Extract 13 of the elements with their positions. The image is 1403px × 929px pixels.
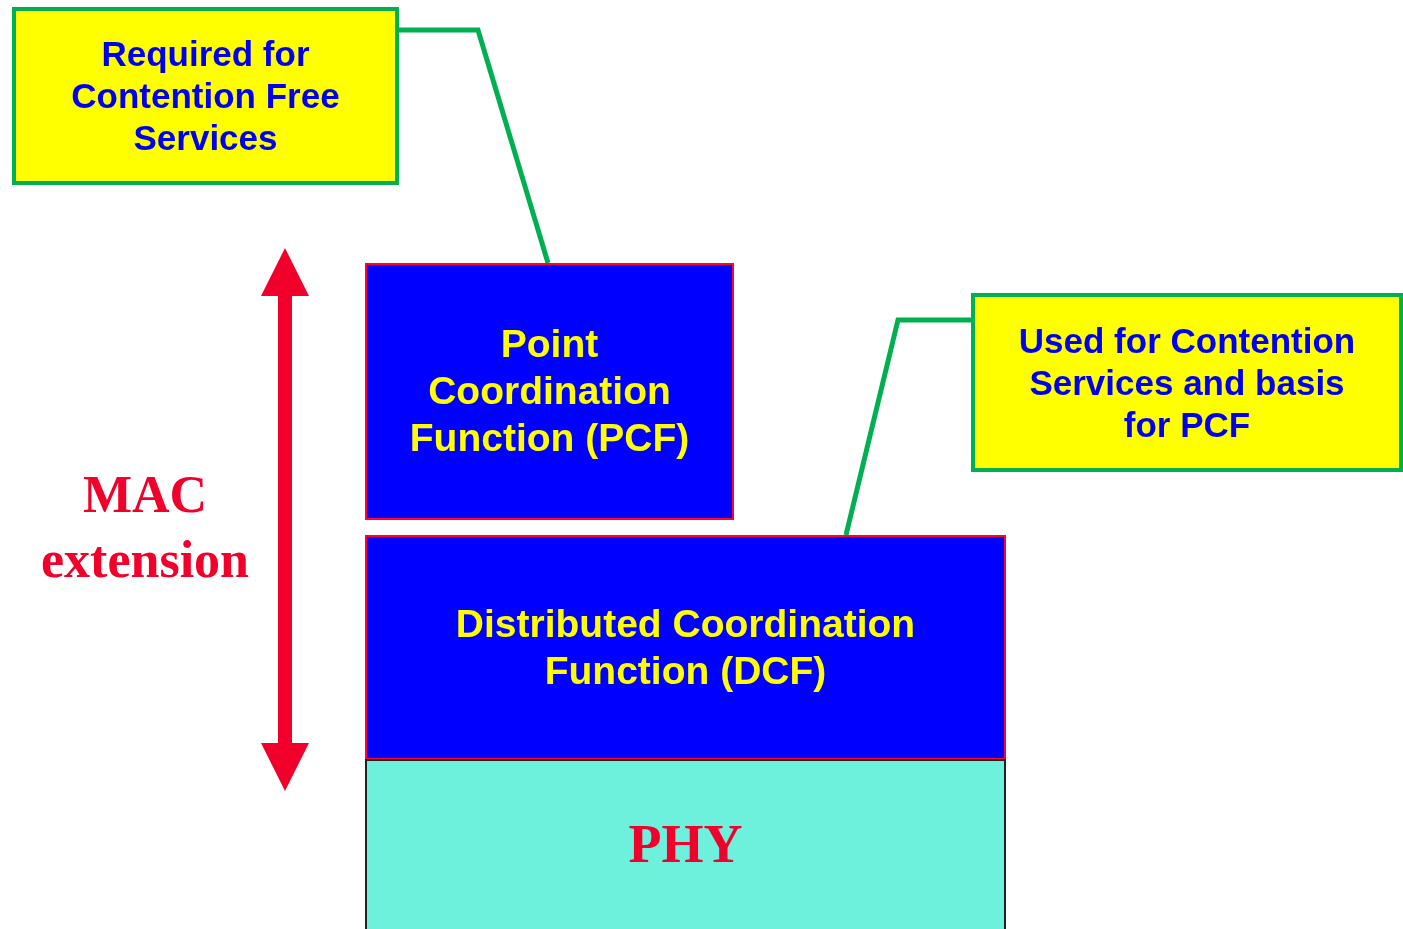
callout-box [12,7,399,185]
side-label: MAC extension [40,465,250,590]
layer-title: Point Coordination Function (PCF) [408,321,691,461]
callout-box [971,293,1403,472]
layer-title: PHY [628,813,743,877]
layer-box [365,759,1006,929]
layer-box [365,535,1006,760]
leader-line [843,317,971,536]
callout-text: Required for Contention Free Services [70,33,341,159]
callout-text: Used for Contention Services and basis for PCF [1017,319,1357,446]
layer-title: Distributed Coordination Function (DCF) [454,600,917,694]
layer-box [365,263,734,520]
leader-line [399,27,551,264]
